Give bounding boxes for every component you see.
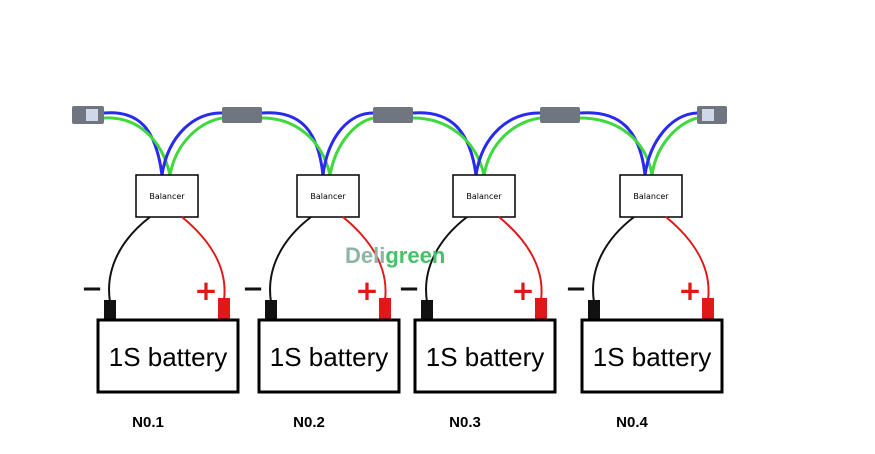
battery-body [96,318,240,394]
wire-green-4b [650,116,698,176]
positive-terminal [702,298,714,322]
bus-wires [103,111,698,176]
positive-terminal [379,298,391,322]
battery-label: 1S battery [426,342,545,372]
negative-sign: − [398,274,420,304]
balancer-label: Balancer [310,192,346,201]
battery-body [580,318,724,394]
negative-terminal [265,300,277,322]
wire-blue-1 [103,111,164,176]
unit-3: Balancer − + 1S battery N0.3 [398,174,557,431]
bus-connector-1 [222,107,262,123]
wire-blue-4a [579,111,647,176]
unit-2: Balancer − + 1S battery N0.2 [242,174,401,431]
battery-body [257,318,401,394]
wire-green-2b [328,116,374,176]
negative-sign: − [81,274,103,304]
bus-connector-2 [373,107,413,123]
wire-green-3a [412,116,486,176]
positive-terminal [535,298,547,322]
wire-blue-3a [412,111,478,176]
negative-wire [592,216,635,303]
connector-group [72,106,727,124]
unit-4: Balancer − + 1S battery N0.4 [565,174,724,431]
battery-label: 1S battery [270,342,389,372]
wire-blue-3b [474,111,541,176]
wire-blue-4b [643,111,698,176]
negative-terminal [104,300,116,322]
wire-green-1 [103,116,172,176]
wire-green-3b [482,116,541,176]
battery-label: 1S battery [593,342,712,372]
balancer-label: Balancer [466,192,502,201]
negative-sign: − [242,274,264,304]
watermark-left: Deli [345,243,385,268]
balancer-box [619,174,683,218]
negative-sign: − [565,274,587,304]
balancer-box [296,174,360,218]
connector-left-highlight [86,109,98,121]
wire-green-1b [168,116,223,176]
balancer-box [135,174,199,218]
positive-sign: + [194,274,217,307]
wire-blue-2a [261,111,325,176]
positive-sign: + [355,274,378,307]
unit-number: N0.4 [616,414,648,431]
unit-1: Balancer − + 1S battery N0.1 [81,174,240,431]
negative-terminal [421,300,433,322]
bus-connector-3 [540,107,580,123]
negative-wire [425,216,468,303]
negative-wire [108,216,151,303]
positive-sign: + [678,274,701,307]
watermark: Deligreen [345,243,445,268]
unit-number: N0.1 [132,414,164,431]
negative-terminal [588,300,600,322]
unit-number: N0.3 [449,414,481,431]
wire-green-4a [579,116,654,176]
positive-wire [498,216,543,301]
battery-label: 1S battery [109,342,228,372]
connector-right-highlight [702,109,714,121]
unit-number: N0.2 [293,414,325,431]
positive-wire [665,216,710,301]
wire-green-2a [261,116,332,176]
positive-terminal [218,298,230,322]
negative-wire [269,216,312,303]
battery-body [413,318,557,394]
balancer-box [452,174,516,218]
wire-blue-2b [321,111,374,176]
positive-sign: + [511,274,534,307]
balancer-label: Balancer [149,192,185,201]
positive-wire [342,216,387,301]
watermark-right: green [385,243,445,268]
balancer-label: Balancer [633,192,669,201]
wire-blue-1b [160,111,223,176]
positive-wire [181,216,226,301]
